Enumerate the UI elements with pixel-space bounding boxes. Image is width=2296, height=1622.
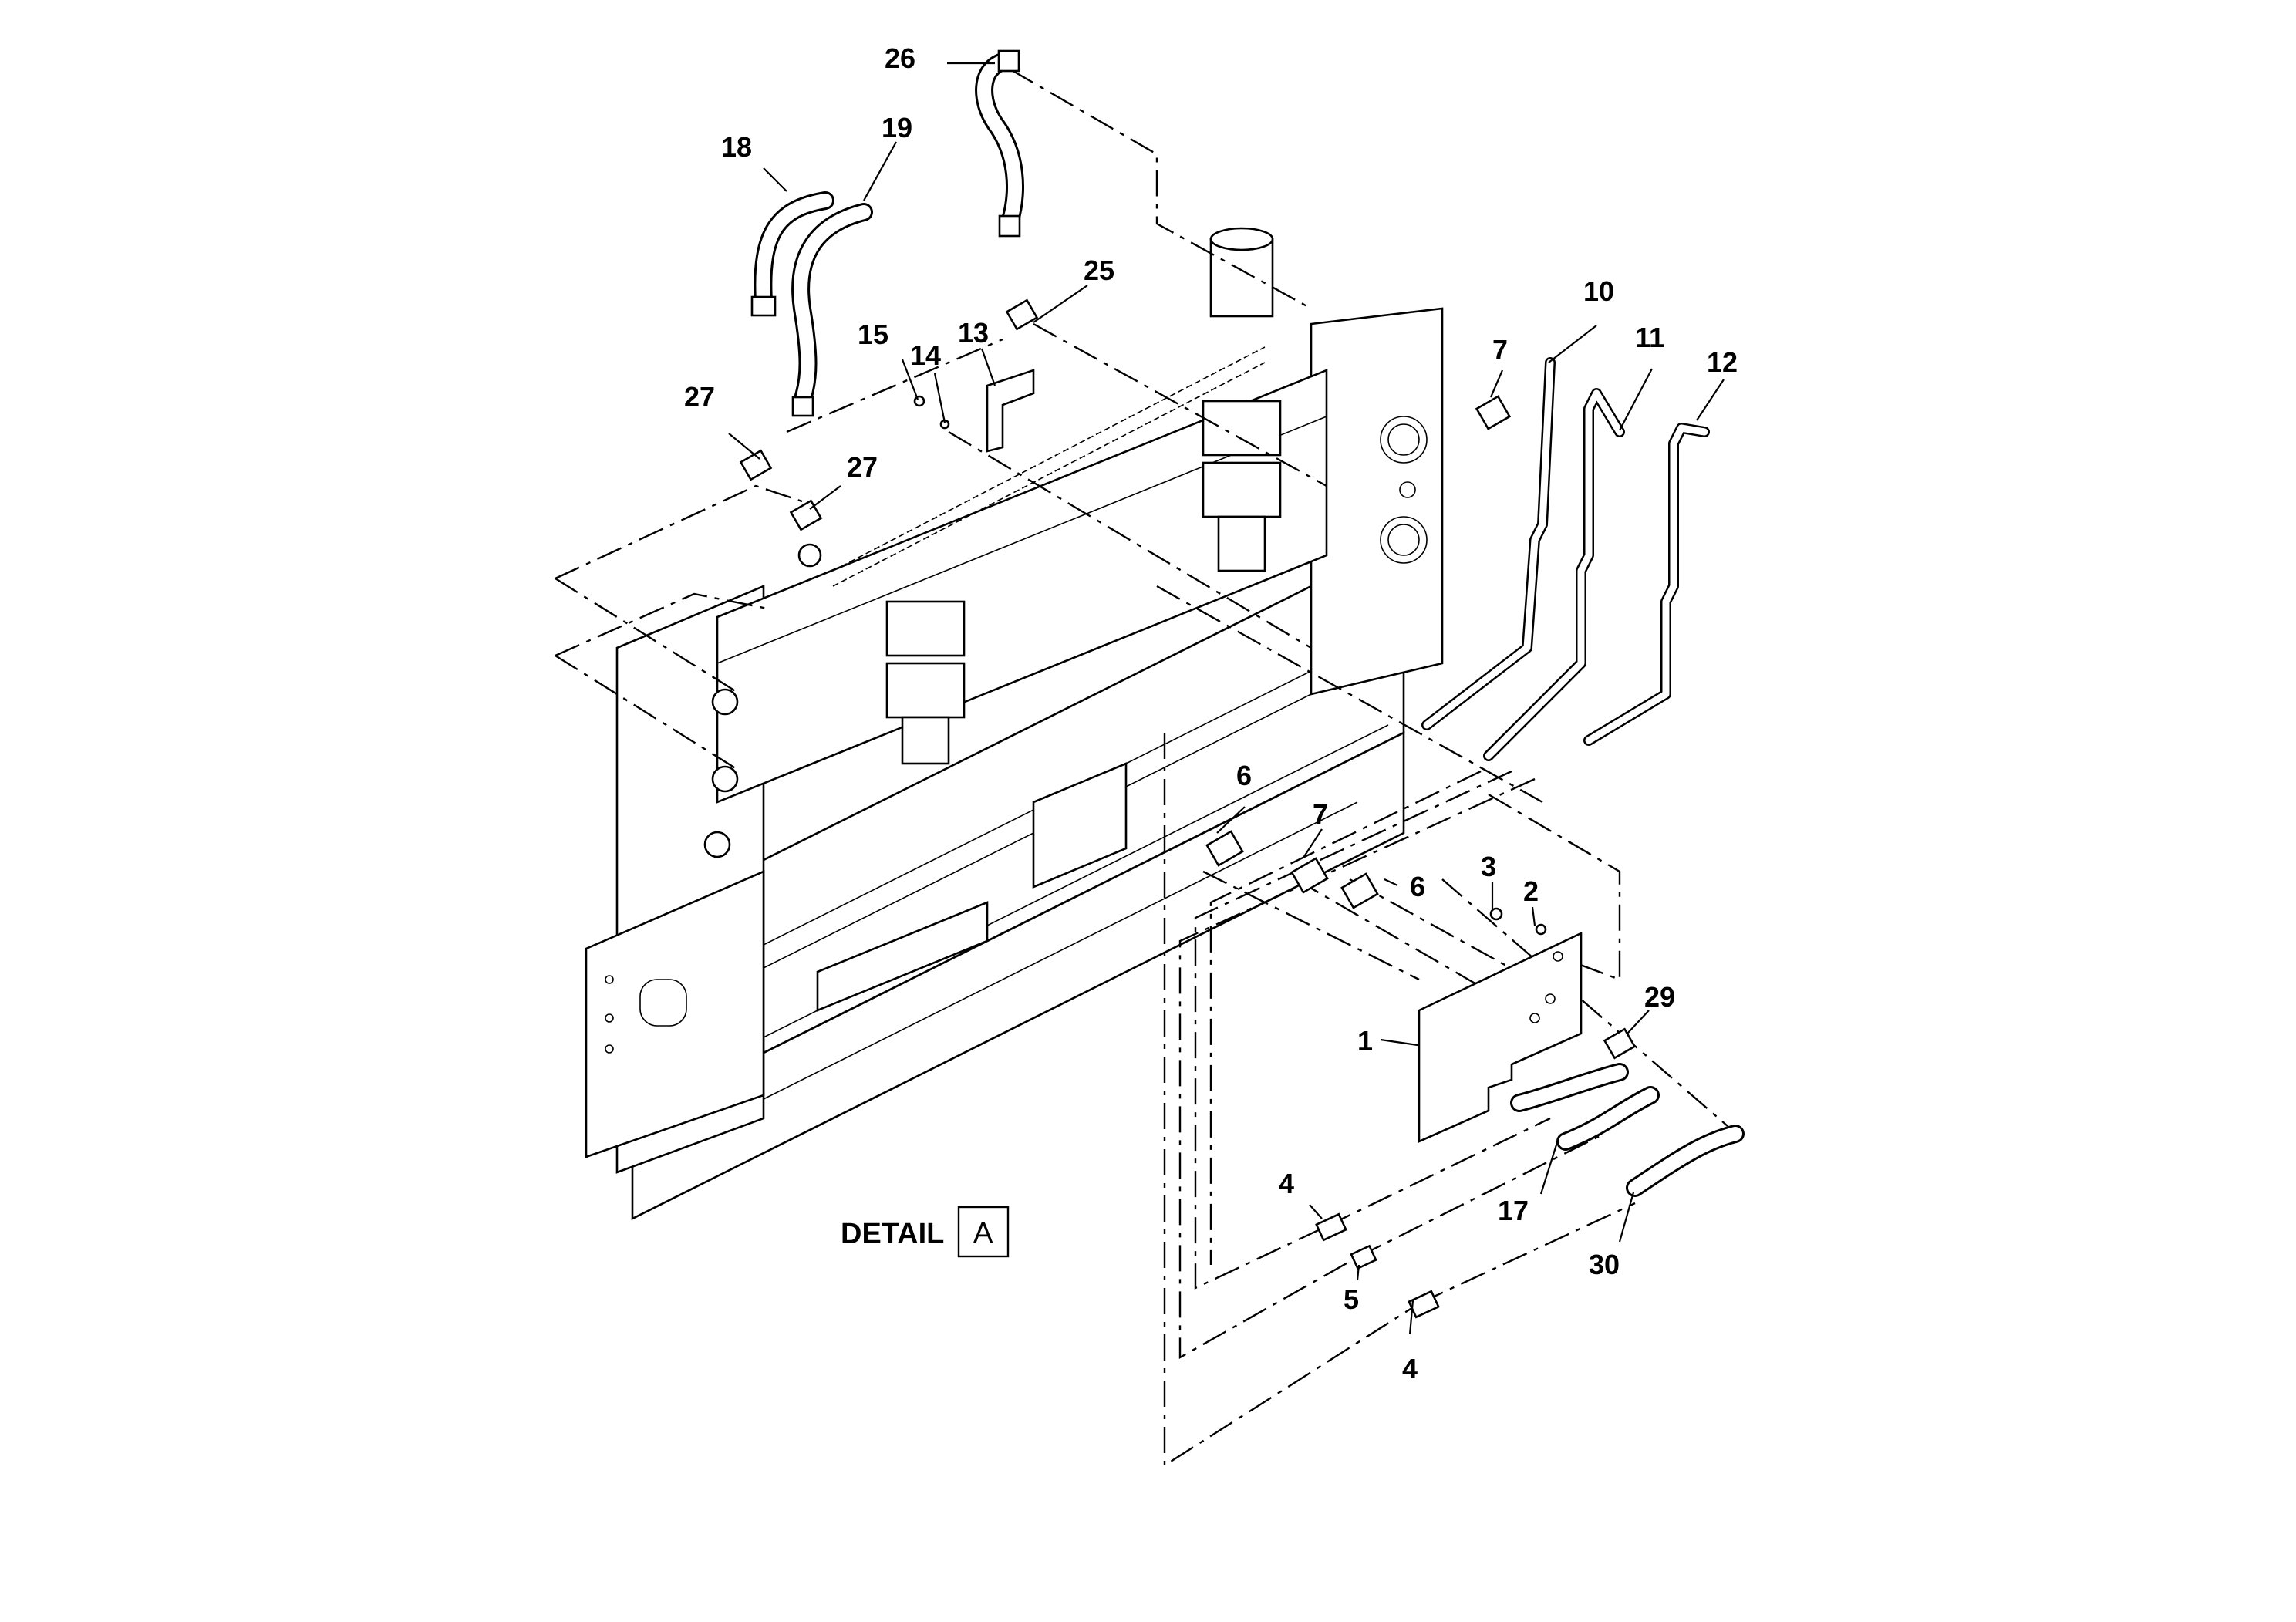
callout-29: 29 (1644, 981, 1675, 1013)
detail-letter-box (957, 1206, 1010, 1258)
callout-27-left: 27 (684, 381, 715, 413)
hose-18 (750, 191, 834, 317)
callout-6-right: 6 (1410, 871, 1425, 902)
callout-15: 15 (858, 319, 888, 350)
callout-3: 3 (1481, 851, 1496, 882)
hose-17 (1510, 1063, 1660, 1151)
tube-12 (1583, 423, 1710, 746)
tube-10 (1421, 357, 1556, 730)
callout-14: 14 (910, 339, 941, 371)
callout-26: 26 (885, 42, 915, 74)
tube-11 (1483, 388, 1625, 761)
hose-26 (975, 49, 1024, 238)
callout-27-right: 27 (847, 451, 878, 483)
detail-letter: A (973, 1217, 993, 1249)
callout-5: 5 (1344, 1283, 1359, 1315)
callout-11: 11 (1635, 322, 1664, 353)
callout-18: 18 (721, 131, 752, 163)
fittings (739, 298, 1637, 1319)
detail-label: DETAIL A (841, 1206, 1010, 1258)
callout-12: 12 (1707, 346, 1738, 378)
callout-6-left: 6 (1236, 760, 1252, 791)
callout-25: 25 (1084, 255, 1114, 286)
callout-10: 10 (1583, 275, 1614, 307)
detail-text: DETAIL (841, 1218, 944, 1250)
lift-carriage-frame (585, 227, 1444, 1221)
routing-lines (555, 68, 1728, 1468)
callout-7-mid: 7 (1313, 798, 1328, 830)
right-cylinder (1202, 227, 1282, 572)
callout-2: 2 (1523, 875, 1539, 907)
callout-13: 13 (958, 317, 989, 349)
leader-lines (728, 62, 1725, 1335)
callout-labels: 1 2 3 4 4 5 6 6 7 7 10 11 12 13 14 15 17… (684, 42, 1738, 1384)
plate-1 (1418, 931, 1583, 1144)
callout-7-top: 7 (1492, 334, 1508, 366)
callout-30: 30 (1589, 1249, 1620, 1280)
callout-1: 1 (1357, 1025, 1373, 1057)
callout-4-lower: 4 (1402, 1353, 1418, 1384)
center-cylinder (885, 600, 966, 765)
callout-17: 17 (1498, 1195, 1529, 1226)
hose-30 (1626, 1125, 1745, 1197)
hose-19 (791, 203, 873, 417)
callout-19: 19 (882, 112, 912, 143)
callout-4-upper: 4 (1279, 1168, 1294, 1199)
bracket-13 (986, 369, 1035, 453)
